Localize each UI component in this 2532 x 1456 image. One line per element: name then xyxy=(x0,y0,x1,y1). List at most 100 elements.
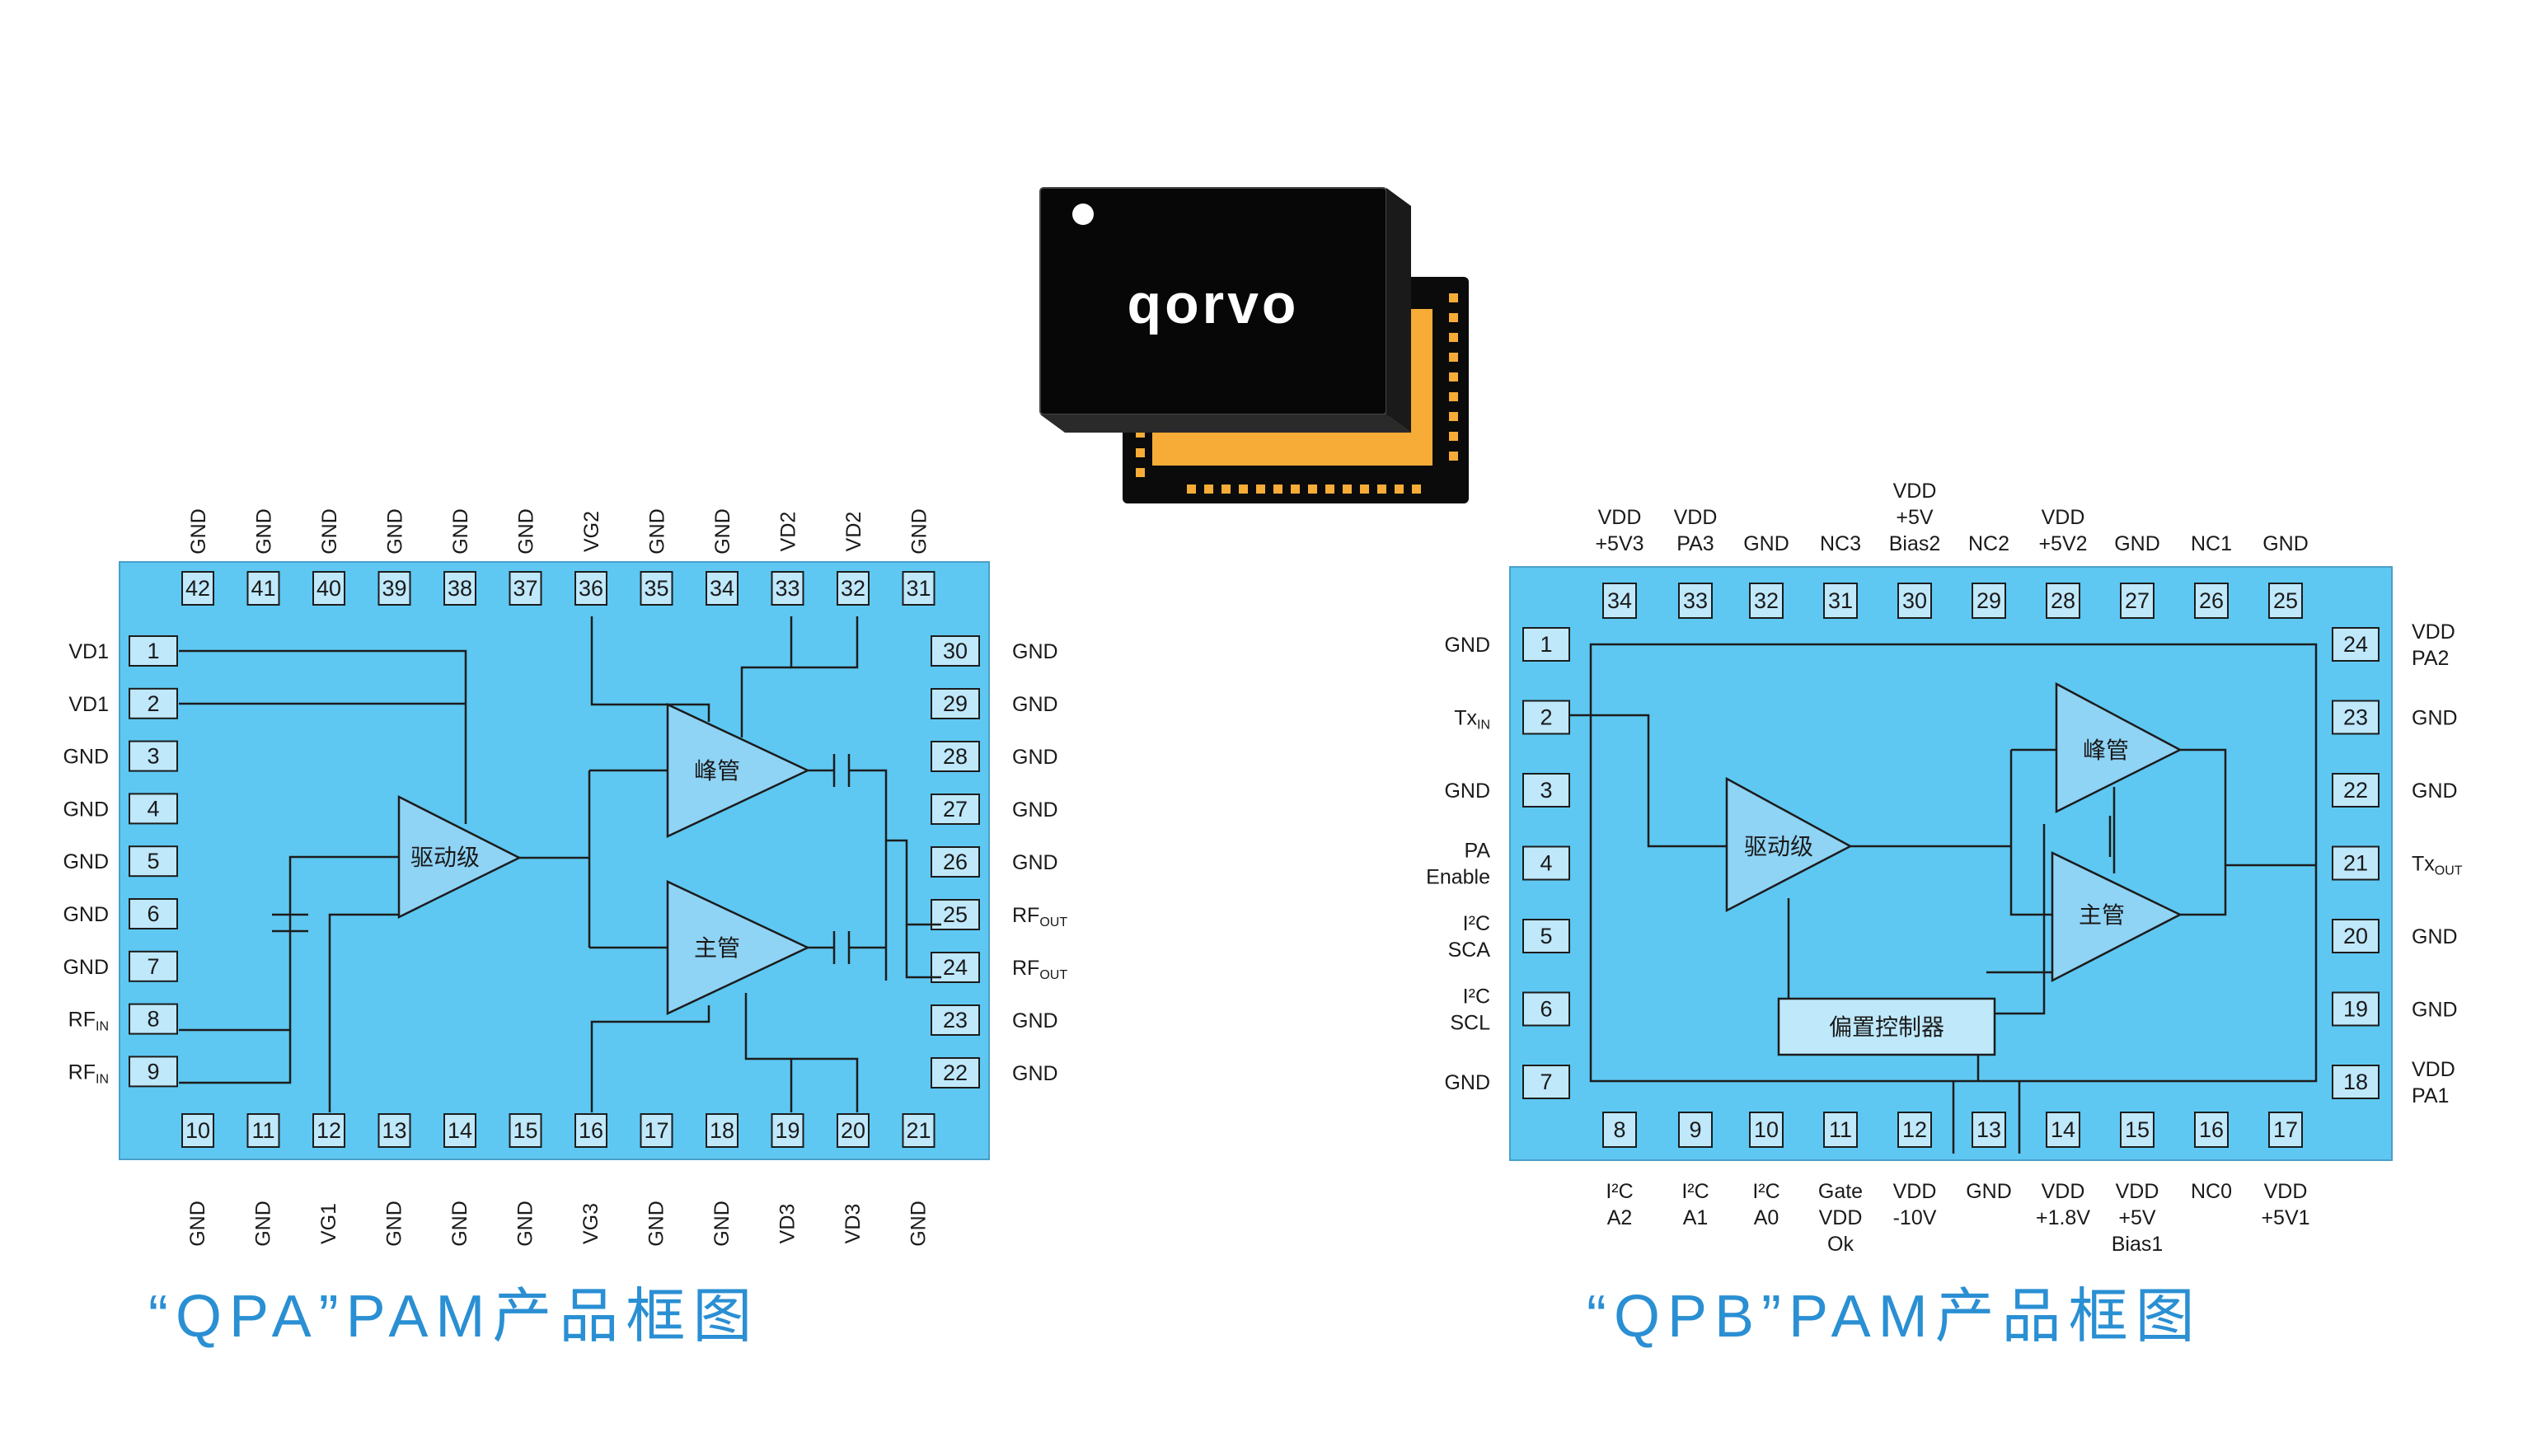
qpa-pin-42: 42 xyxy=(181,571,214,606)
pin-number: 32 xyxy=(841,576,865,601)
qpb-pin-label-5: I²C xyxy=(1463,912,1490,935)
qpb-main-label: 主管 xyxy=(2079,902,2125,928)
qpb-bias-controller: 偏置控制器 xyxy=(1777,997,1996,1056)
qpa-peak-amp: 峰管 xyxy=(666,703,810,838)
qpb-pin-29: 29 xyxy=(1972,583,2006,619)
qpb-pin-label-28: VDD xyxy=(2042,506,2085,529)
qpb-pin-label-4: Enable xyxy=(1426,866,1490,889)
qpb-pin-18: 18 xyxy=(2332,1065,2380,1099)
pin-number: 16 xyxy=(579,1118,603,1143)
qpb-pin-33: 33 xyxy=(1678,583,1713,619)
pin-number: 36 xyxy=(579,576,603,601)
qpa-pin-28: 28 xyxy=(931,741,980,772)
pin-number: 40 xyxy=(316,576,341,601)
pin-number: 7 xyxy=(147,954,159,979)
qpb-pin-27: 27 xyxy=(2120,583,2155,619)
qpb-pin-label-34: +5V3 xyxy=(1595,532,1643,555)
qpa-pin-label-40: GND xyxy=(318,508,341,555)
qpa-pin-20: 20 xyxy=(837,1113,870,1148)
qpb-pin-label-11: VDD xyxy=(1819,1206,1863,1229)
qpa-pin-4: 4 xyxy=(129,793,178,825)
qpb-pin-label-10: A0 xyxy=(1754,1206,1779,1229)
pin-number: 19 xyxy=(775,1118,799,1143)
qpa-pin-label-26: GND xyxy=(1012,851,1058,874)
qpb-pin-25: 25 xyxy=(2268,583,2303,619)
pin-number: 17 xyxy=(644,1118,668,1143)
qpb-pin-label-11: Ok xyxy=(1827,1233,1854,1256)
qpa-block-diagram: 42GND41GND40GND39GND38GND37GND36VG235GND… xyxy=(63,508,1067,1350)
qpb-pin-21: 21 xyxy=(2332,845,2380,881)
qpa-pin-label-12: VG1 xyxy=(317,1203,340,1244)
qpa-pin-label-14: GND xyxy=(448,1201,471,1247)
qpb-pin-10: 10 xyxy=(1749,1112,1784,1148)
package-pads xyxy=(1136,293,1458,494)
qpa-pin-31: 31 xyxy=(902,571,935,606)
pin-number: 18 xyxy=(2343,1070,2368,1094)
qpb-pin-label-9: A1 xyxy=(1683,1206,1709,1229)
pin-number: 31 xyxy=(1828,588,1853,613)
qpb-pin-label-15: +5V xyxy=(2118,1206,2156,1229)
pin-number: 17 xyxy=(2273,1117,2298,1142)
pin-number: 31 xyxy=(906,576,931,601)
qpa-wiring xyxy=(179,616,941,1112)
qpa-pin-10: 10 xyxy=(181,1113,214,1148)
qpb-pin-label-31: NC3 xyxy=(1820,532,1861,555)
qpb-pin-label-10: I²C xyxy=(1752,1180,1779,1203)
qpa-pin-17: 17 xyxy=(640,1113,673,1148)
qpa-caption: “QPA”PAM产品框图 xyxy=(148,1284,759,1350)
qpb-pin-7: 7 xyxy=(1522,1065,1570,1099)
qpa-pin-6: 6 xyxy=(129,898,178,929)
qpb-pin-5: 5 xyxy=(1522,919,1570,953)
pin-number: 11 xyxy=(251,1118,274,1143)
qpb-pin-34: 34 xyxy=(1602,583,1637,619)
pin-number: 18 xyxy=(710,1118,734,1143)
qpa-pin-label-28: GND xyxy=(1012,746,1058,769)
qpa-pin-32: 32 xyxy=(837,571,870,606)
qpa-pin-1: 1 xyxy=(129,635,178,667)
qpb-pin-11: 11 xyxy=(1823,1112,1858,1148)
pin-number: 15 xyxy=(2125,1117,2150,1142)
qpb-pin-label-17: VDD xyxy=(2264,1180,2308,1203)
qpb-pin-4: 4 xyxy=(1522,845,1570,881)
pin-number: 21 xyxy=(906,1118,931,1143)
pin-number: 5 xyxy=(1540,924,1552,948)
qpa-pin-label-4: GND xyxy=(63,798,109,821)
pin-number: 34 xyxy=(1607,588,1632,613)
qpb-pin-label-32: GND xyxy=(1743,532,1789,555)
pin-number: 9 xyxy=(147,1059,159,1084)
qpb-pin-label-13: GND xyxy=(1966,1180,2012,1203)
qpa-pin-label-7: GND xyxy=(63,956,109,979)
qpb-pin-15: 15 xyxy=(2120,1112,2155,1148)
qorvo-logo: qorvo xyxy=(1128,273,1300,335)
qpa-pin-label-42: GND xyxy=(187,508,210,555)
qpb-pin-8: 8 xyxy=(1602,1112,1637,1148)
qpb-pin-label-15: Bias1 xyxy=(2112,1233,2164,1256)
qpb-pin-label-26: NC1 xyxy=(2191,532,2232,555)
qpa-pin-34: 34 xyxy=(706,571,738,606)
pin-number: 33 xyxy=(775,576,799,601)
qpb-peak-label: 峰管 xyxy=(2083,737,2129,763)
pin-number: 1 xyxy=(147,639,159,663)
qpa-pin-18: 18 xyxy=(706,1113,738,1148)
pin-number: 6 xyxy=(1540,997,1552,1022)
qpb-pin-label-33: PA3 xyxy=(1676,532,1714,555)
qpa-pin-24: 24 xyxy=(931,952,980,983)
pin-number: 3 xyxy=(1540,778,1552,803)
pin-number: 16 xyxy=(2199,1117,2224,1142)
qpa-pin-16: 16 xyxy=(574,1113,607,1148)
qpb-pin-13: 13 xyxy=(1972,1112,2006,1148)
qpa-pin-label-2: VD1 xyxy=(68,693,109,716)
qpa-pin-label-3: GND xyxy=(63,746,109,769)
qpb-pin-label-18: PA1 xyxy=(2412,1084,2449,1107)
qpb-pin-label-11: Gate xyxy=(1818,1180,1863,1203)
qpa-pin-30: 30 xyxy=(931,635,980,667)
pin-number: 1 xyxy=(1540,632,1552,657)
qpa-pin-39: 39 xyxy=(377,571,411,606)
pin-number: 8 xyxy=(1613,1117,1625,1142)
qpa-driver-amp: 驱动级 xyxy=(397,794,522,920)
qpa-pin-label-1: VD1 xyxy=(68,640,109,663)
pin-number: 25 xyxy=(2273,588,2298,613)
qpa-pin-label-17: GND xyxy=(645,1201,668,1247)
qpa-pin-5: 5 xyxy=(129,845,178,878)
qpb-pin-20: 20 xyxy=(2332,919,2380,953)
